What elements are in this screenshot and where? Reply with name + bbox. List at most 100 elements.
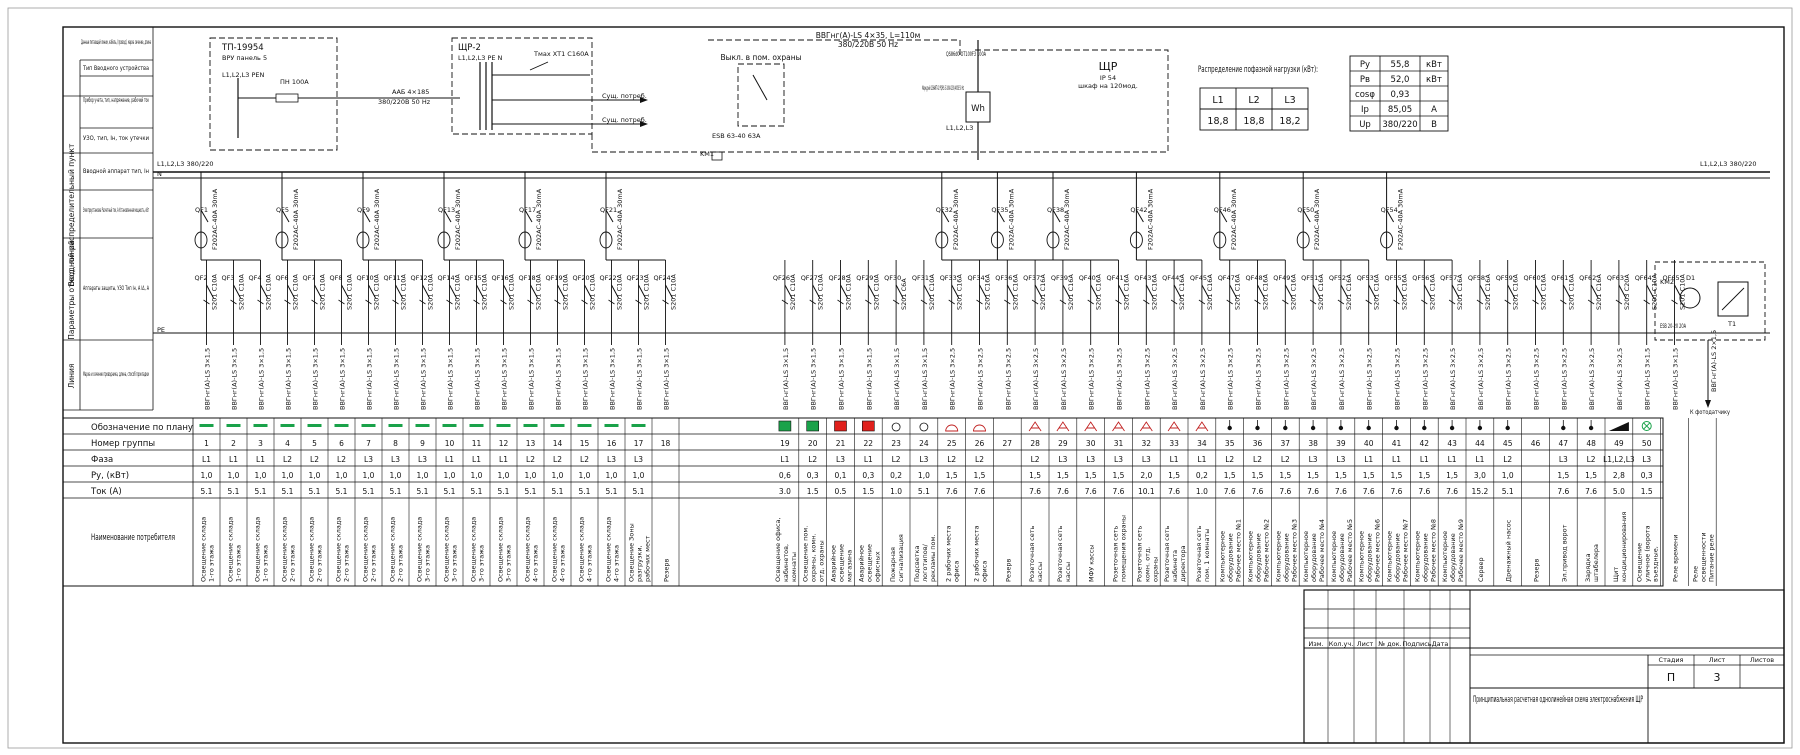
group-number: 9 <box>420 439 425 448</box>
group-phase: L1 <box>1364 455 1373 464</box>
lamp-line-icon <box>523 424 538 427</box>
breaker-switch-icon <box>1423 284 1432 299</box>
cable-marking: ВВГнг(А)-LS 3×1,5 <box>339 348 347 410</box>
breaker-switch-icon <box>1173 284 1182 299</box>
label-meter: Прибор учета, тип, напряжение, рабочий т… <box>83 96 149 104</box>
breaker-rating: S201 C16A <box>1234 274 1242 310</box>
group-current: 7.6 <box>1057 487 1069 496</box>
cable-marking: ВВГнг(А)-LS 3×2,5 <box>1477 348 1485 410</box>
breaker-rating: S201 C16A <box>1428 274 1436 310</box>
cable-marking: ВВГнг(А)-LS 3×1,5 <box>312 348 320 410</box>
breaker-rating: S201 C10A <box>616 274 624 310</box>
group-name: Компьютерное <box>1302 531 1310 582</box>
cable-marking: ВВГнг(А)-LS 3×2,5 <box>1505 348 1513 410</box>
group-current: 1.0 <box>1196 487 1208 496</box>
socket-icon <box>1167 421 1181 432</box>
phase-value: 18,2 <box>1279 116 1300 127</box>
breaker-id: QF41 <box>1107 274 1124 282</box>
group-name: Компьютерное <box>1386 531 1394 582</box>
lamp-line-icon <box>307 424 322 427</box>
tp-fuse: ПН 100А <box>280 78 309 86</box>
breaker-id: QF11 <box>384 274 401 282</box>
group-number: 27 <box>1003 439 1013 448</box>
rcd-id: QF5 <box>276 206 289 214</box>
group-number: 19 <box>780 439 790 448</box>
outer-border <box>7 7 1793 749</box>
group-name: оборудование <box>1366 533 1374 582</box>
rcd-switch-icon <box>941 209 950 223</box>
breaker-rating: S201 C16A <box>1373 274 1381 310</box>
group-phase: L1,L2,L3 <box>1603 455 1635 464</box>
group-name: оборудование <box>1282 533 1290 582</box>
lamp-line-icon <box>496 424 511 427</box>
group-phase: L3 <box>1336 455 1345 464</box>
group-name: офисных <box>873 551 881 582</box>
phase-value: 18,8 <box>1207 116 1228 127</box>
group-name: рекламы пом. <box>929 535 937 583</box>
group-phase: L2 <box>1031 455 1040 464</box>
breaker-switch-icon <box>422 284 430 299</box>
breaker-switch-icon <box>1340 284 1349 299</box>
group-power: 1,0 <box>228 471 240 480</box>
rcd-sensor-icon <box>599 231 613 249</box>
group-current: 5.1 <box>444 487 456 496</box>
group-power: 1,5 <box>974 471 986 480</box>
power-unit: B <box>1431 120 1437 130</box>
group-name: Компьютерное <box>1247 531 1255 582</box>
breaker-switch-icon <box>476 284 484 299</box>
cable-marking: ВВГнг(А)-LS 3×1,5 <box>555 348 563 410</box>
socket-icon <box>1084 421 1098 432</box>
breaker-rating: S201 C16A <box>1456 274 1464 310</box>
group-power: 1,0 <box>417 471 429 480</box>
rcd-rating: F202AC-40A 30mA <box>1397 188 1405 250</box>
breaker-rating: S201 C16A <box>1484 274 1492 310</box>
breaker-id: QF23 <box>627 274 644 282</box>
rcd-rating: F202AC-40A 30mA <box>292 188 300 250</box>
breaker-id: QF51 <box>1301 274 1318 282</box>
breaker-switch-icon <box>611 284 619 299</box>
group-name: Освещение пом. <box>802 526 810 582</box>
cable-marking: ВВГнг(А)-LS 3×2,5 <box>1560 348 1568 410</box>
rcd-switch-icon <box>1052 209 1061 223</box>
breaker-switch-icon <box>665 284 673 299</box>
group-name: въездные, <box>1652 546 1660 582</box>
group-phase: L2 <box>526 455 535 464</box>
group-name: 2-го этажа <box>370 545 378 582</box>
zsh-block: ЩР-2 L1,L2,L3 PE N ААБ 4×185 380/220В 50… <box>378 37 648 135</box>
stamp-sheet: 3 <box>1714 671 1721 684</box>
group-name: оборудование <box>1310 533 1318 582</box>
power-key: Iр <box>1361 105 1369 115</box>
group-number: 32 <box>1142 439 1152 448</box>
cable-marking: ВВГнг(А)-LS 3×2,5 <box>1060 348 1068 410</box>
power-unit: кВт <box>1426 75 1442 85</box>
time-relay-icon <box>1679 287 1701 309</box>
group-name: 1-го этажа <box>235 545 243 582</box>
group-name: Освещение склада <box>281 517 289 582</box>
group-current: 7.6 <box>1168 487 1180 496</box>
breaker-switch-icon <box>503 284 511 299</box>
group-name: кондиционирования <box>1620 512 1628 582</box>
group-power: 1,0 <box>498 471 510 480</box>
group-power: 1,5 <box>1307 471 1319 480</box>
cable-marking: ВВГнг(А)-LS 3×2,5 <box>1227 348 1235 410</box>
group-name: рабочих мест <box>644 535 652 582</box>
breaker-rating: S201 C16A <box>984 274 992 310</box>
power-key: Uр <box>1359 120 1371 130</box>
breaker-id: QF6 <box>276 274 289 282</box>
group-power: 1,0 <box>390 471 402 480</box>
group-power: 0,3 <box>807 471 819 480</box>
cable-marking: ВВГнг(А)-LS 3×2,5 <box>949 348 957 410</box>
group-current: 1.5 <box>1641 487 1653 496</box>
breaker-id: QF34 <box>968 274 985 282</box>
group-name: 2 рабочих места <box>973 525 981 582</box>
group-name: Розеточная сеть <box>1135 525 1143 582</box>
group-name: оборудование <box>1338 533 1346 582</box>
group-phase: L1 <box>1420 455 1429 464</box>
group-name: Щит <box>1612 567 1620 582</box>
row-label-phase: Фаза <box>91 455 113 465</box>
workplace-icon <box>973 424 986 432</box>
group-name: кабинета <box>1171 550 1179 582</box>
group-number: 39 <box>1336 439 1346 448</box>
rcd-sensor-icon <box>935 231 949 249</box>
